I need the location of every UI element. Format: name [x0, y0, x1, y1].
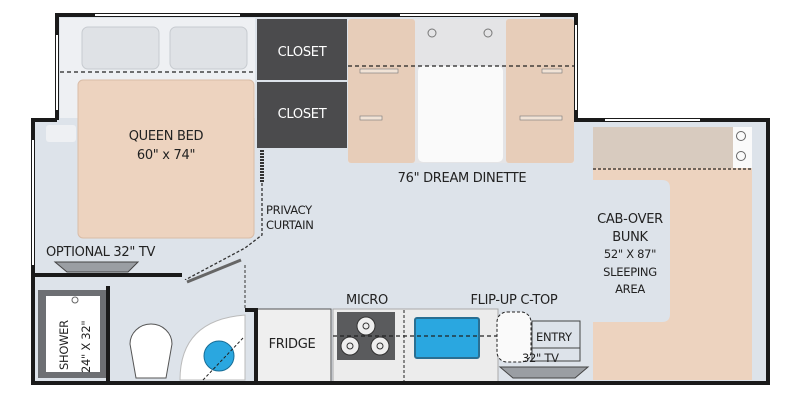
entry-label: ENTRY	[536, 330, 573, 344]
closet-top-label: CLOSET	[278, 45, 327, 60]
cab-over-bunk	[593, 127, 752, 380]
flip-up-label: FLIP-UP C-TOP	[471, 293, 558, 308]
dinette-label: 76" DREAM DINETTE	[398, 171, 527, 186]
cab-label-5: AREA	[615, 282, 645, 296]
cab-label-2: BUNK	[612, 230, 648, 245]
dream-dinette	[348, 19, 574, 163]
flip-up-countertop	[496, 311, 532, 363]
tv-32-label: 32" TV	[522, 351, 559, 365]
privacy-label-1: PRIVACY	[266, 203, 313, 217]
closet-top	[257, 19, 347, 80]
fridge	[255, 308, 332, 384]
cab-light-icon	[736, 131, 746, 141]
privacy-curtain-path	[184, 183, 263, 281]
shower-size: 24" X 32"	[79, 321, 93, 373]
bath-door	[186, 258, 242, 284]
cab-label-3: 52" X 87"	[604, 247, 656, 261]
cab-bunk-head	[593, 127, 733, 168]
micro-label: MICRO	[346, 293, 388, 308]
fridge-label: FRIDGE	[269, 337, 316, 352]
closet-bottom	[257, 82, 347, 148]
entry-step	[531, 320, 581, 362]
privacy-label-2: CURTAIN	[266, 218, 314, 232]
queen-bed	[77, 79, 255, 239]
cab-label-4: SLEEPING	[603, 265, 657, 279]
closet-bottom-label: CLOSET	[278, 107, 327, 122]
queen-bed-label: QUEEN BED	[129, 129, 204, 144]
optional-tv-label: OPTIONAL 32" TV	[46, 245, 155, 260]
cab-light-icon	[736, 151, 746, 161]
shower-label: SHOWER	[57, 320, 71, 370]
toilet-icon	[129, 323, 173, 379]
optional-tv-icon	[53, 261, 140, 273]
tv-32-icon	[498, 366, 590, 379]
bath-sink-icon	[203, 340, 235, 372]
cab-label-1: CAB-OVER	[597, 212, 663, 227]
nightstand	[46, 125, 76, 142]
windows	[32, 14, 700, 265]
pillows	[60, 26, 255, 73]
galley-sink	[414, 317, 480, 359]
queen-bed-size: 60" x 74"	[137, 148, 195, 163]
